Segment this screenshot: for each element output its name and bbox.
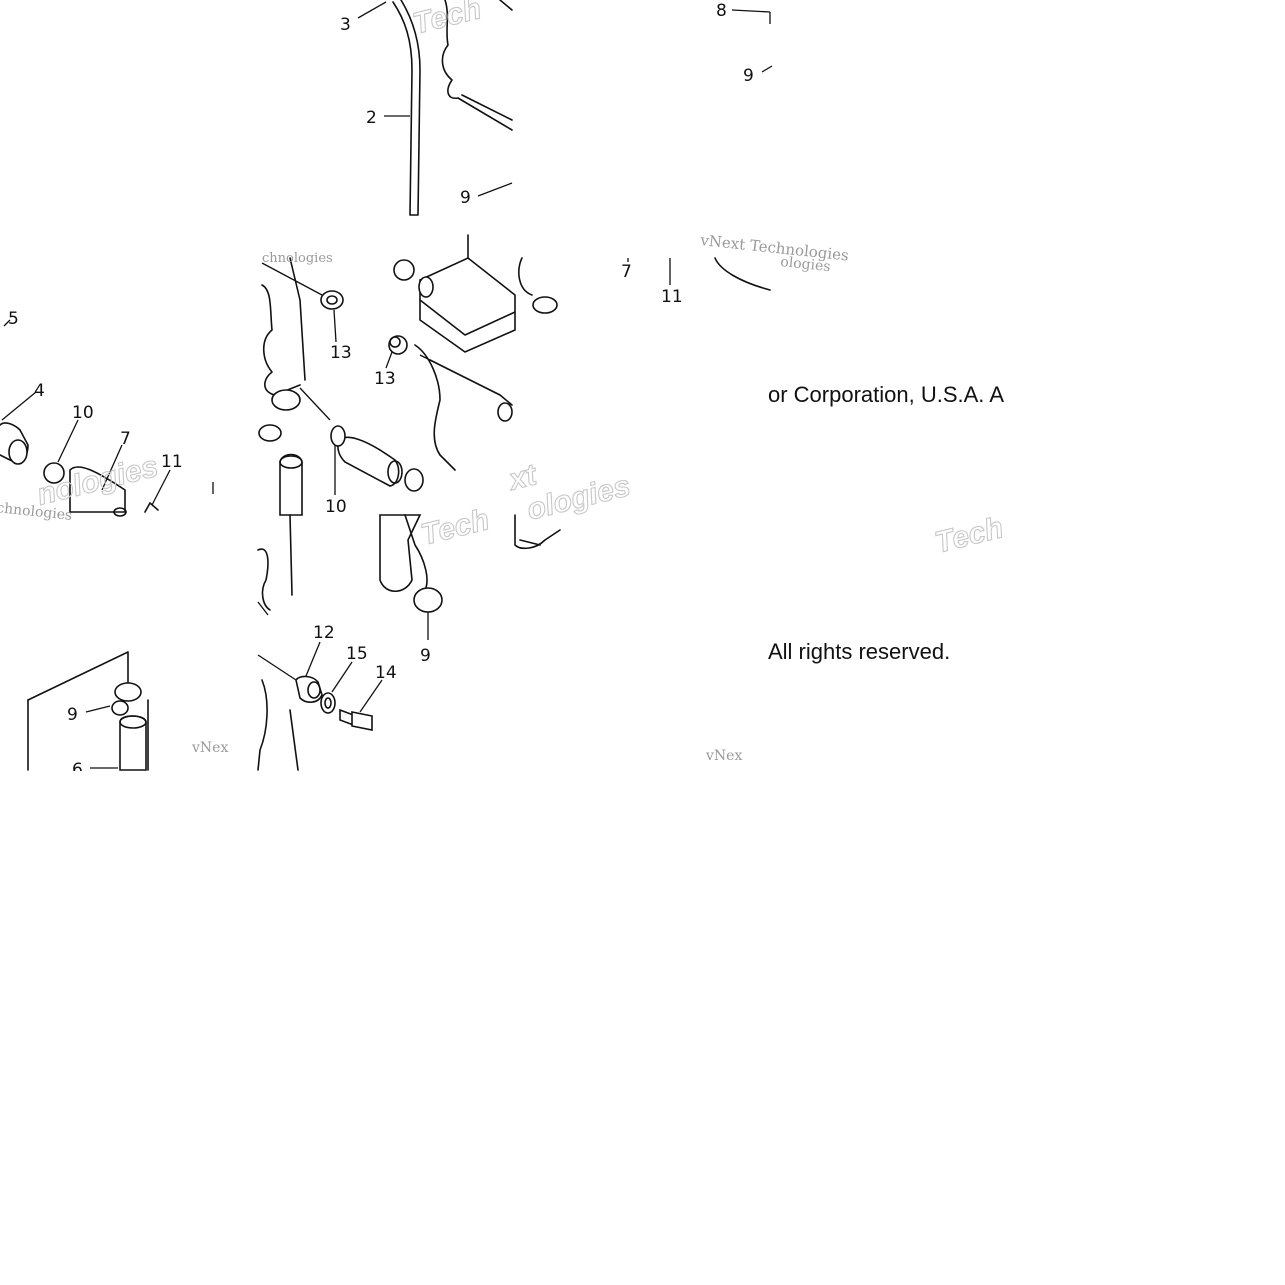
callout-label: 7 [621, 262, 632, 282]
hose-6 [119, 715, 147, 771]
watermark-ologies-3: ologies [780, 254, 832, 275]
callout-label: 13 [330, 343, 352, 363]
callout-label: 3 [340, 15, 351, 35]
callout-label: 10 [72, 403, 94, 423]
watermark-ologies-1: ologies [524, 469, 634, 526]
copyright-line-2: All rights reserved. [768, 639, 950, 664]
callout-label: 4 [34, 381, 45, 401]
callout-label: 11 [161, 452, 183, 472]
blank-region-right [1030, 0, 1285, 771]
callout-label: 10 [325, 497, 347, 517]
callout-label: 14 [375, 663, 397, 683]
callout-label: 12 [313, 623, 335, 643]
washer-15 [320, 692, 336, 714]
callout-label: 13 [374, 369, 396, 389]
bracket-left-part [261, 257, 306, 396]
clip-10 [330, 425, 346, 447]
washer-13a [320, 290, 344, 310]
small-hose-left [279, 453, 303, 516]
oil-pump-left [0, 422, 214, 517]
callout-label: 7 [120, 429, 131, 449]
clamp-9-bottom [111, 682, 142, 716]
callout-label: 5 [8, 309, 19, 329]
washer-13b [388, 335, 408, 355]
callout-label: 11 [661, 287, 683, 307]
hose-part-2 [392, 0, 421, 216]
hose-part-7 [337, 436, 403, 487]
cover-panel-bottom-left [27, 651, 149, 771]
callout-label: 6 [72, 760, 83, 780]
bottom-hose-part [257, 514, 561, 771]
watermark-chnologies-2: chnologies [262, 251, 333, 266]
callout-label: 2 [366, 108, 377, 128]
blank-region-lower [0, 771, 1285, 1285]
oil-tank-part [418, 234, 516, 353]
watermark-vnex-2: vNex [705, 748, 742, 764]
callout-label: 9 [460, 188, 471, 208]
watermark-tech-2: Tech [418, 503, 493, 552]
edge-part-right [518, 257, 771, 296]
callout-label: 8 [716, 1, 727, 21]
tank-bracket-part [414, 344, 513, 471]
clip-right [393, 259, 558, 492]
watermark-tech-3: Tech [932, 511, 1007, 560]
watermark-vnex-1: vNex [191, 740, 228, 756]
bolt-14 [339, 708, 373, 731]
callout-label: 9 [67, 705, 78, 725]
watermark-chnologies-1: chnologies [0, 500, 73, 524]
clamp-left [258, 389, 301, 442]
callout-label: 9 [743, 66, 754, 86]
spacer-12 [295, 675, 323, 703]
cover-bracket-part [441, 0, 513, 131]
copyright-line-1: or Corporation, U.S.A. A [768, 382, 1004, 407]
callout-label: 15 [346, 644, 368, 664]
callout-label: 9 [420, 646, 431, 666]
